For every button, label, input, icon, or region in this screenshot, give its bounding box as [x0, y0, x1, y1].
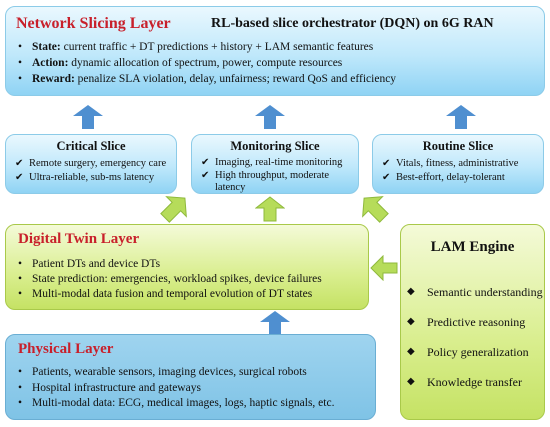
arrow-up-critical-to-network — [73, 105, 103, 129]
routine-slice-list: Vitals, fitness, administrative Best-eff… — [382, 157, 518, 185]
digital-twin-item: State prediction: emergencies, workload … — [16, 272, 322, 287]
arrow-dt-to-critical — [160, 196, 187, 223]
monitoring-slice-item: High throughput, moderate latency — [201, 170, 352, 195]
network-item-reward: Reward: penalize SLA violation, delay, u… — [16, 71, 396, 87]
critical-slice-item: Ultra-reliable, sub-ms latency — [15, 171, 166, 185]
routine-slice-item: Best-effort, delay-tolerant — [382, 171, 518, 185]
lam-engine-item: Semantic understanding — [407, 277, 543, 307]
lam-engine-item: Predictive reasoning — [407, 307, 543, 337]
arrow-up-routine-to-network — [446, 105, 476, 129]
routine-slice-item: Vitals, fitness, administrative — [382, 157, 518, 171]
network-slicing-list: State: current traffic + DT predictions … — [16, 39, 396, 87]
critical-slice-item: Remote surgery, emergency care — [15, 157, 166, 171]
network-item-state: State: current traffic + DT predictions … — [16, 39, 396, 55]
physical-layer-title: Physical Layer — [18, 341, 114, 357]
critical-slice-list: Remote surgery, emergency care Ultra-rel… — [15, 157, 166, 185]
lam-engine-item: Knowledge transfer — [407, 367, 543, 397]
arrow-lam-to-dt — [370, 255, 398, 281]
digital-twin-layer: Digital Twin Layer Patient DTs and devic… — [5, 224, 369, 310]
arrow-physical-to-dt — [260, 311, 290, 335]
critical-slice: Critical Slice Remote surgery, emergency… — [5, 134, 177, 194]
critical-slice-title: Critical Slice — [56, 139, 126, 153]
arrow-dt-to-monitoring — [255, 196, 285, 222]
lam-engine-item: Policy generalization — [407, 337, 543, 367]
lam-engine: LAM Engine Semantic understanding Predic… — [400, 224, 545, 420]
physical-layer-item: Multi-modal data: ECG, medical images, l… — [16, 396, 334, 412]
physical-layer-item: Hospital infrastructure and gateways — [16, 381, 334, 397]
digital-twin-title: Digital Twin Layer — [18, 231, 140, 247]
arrow-up-monitoring-to-network — [255, 105, 285, 129]
physical-layer-item: Patients, wearable sensors, imaging devi… — [16, 365, 334, 381]
network-slicing-subtitle: RL-based slice orchestrator (DQN) on 6G … — [211, 16, 494, 31]
routine-slice: Routine Slice Vitals, fitness, administr… — [372, 134, 544, 194]
network-slicing-layer: Network Slicing Layer RL-based slice orc… — [5, 6, 545, 96]
digital-twin-list: Patient DTs and device DTs State predict… — [16, 257, 322, 302]
network-item-action: Action: dynamic allocation of spectrum, … — [16, 55, 396, 71]
routine-slice-title: Routine Slice — [422, 139, 494, 153]
physical-layer: Physical Layer Patients, wearable sensor… — [5, 334, 376, 420]
monitoring-slice-title: Monitoring Slice — [230, 139, 320, 153]
monitoring-slice-item: Imaging, real-time monitoring — [201, 157, 352, 170]
digital-twin-item: Multi-modal data fusion and temporal evo… — [16, 287, 322, 302]
digital-twin-item: Patient DTs and device DTs — [16, 257, 322, 272]
physical-layer-list: Patients, wearable sensors, imaging devi… — [16, 365, 334, 412]
monitoring-slice-list: Imaging, real-time monitoring High throu… — [201, 157, 352, 195]
lam-engine-title: LAM Engine — [430, 239, 515, 255]
lam-engine-list: Semantic understanding Predictive reason… — [407, 277, 543, 397]
monitoring-slice: Monitoring Slice Imaging, real-time moni… — [191, 134, 359, 194]
arrow-dt-to-routine — [362, 196, 389, 223]
network-slicing-title: Network Slicing Layer — [16, 15, 171, 32]
